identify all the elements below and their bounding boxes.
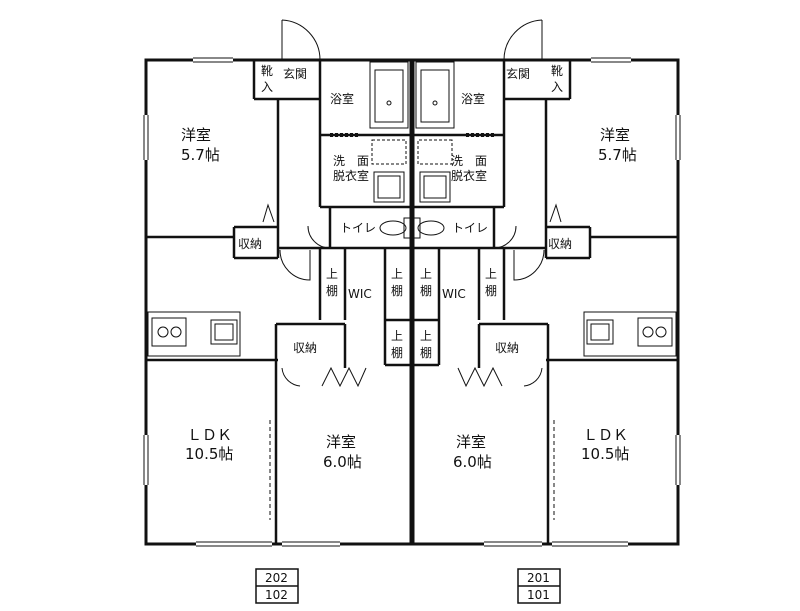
left-ldk-name: ＬＤＫ [187,426,232,444]
right-toilet-label: トイレ [452,221,488,235]
left-shoe-storage-label-2: 入 [261,80,273,94]
left-bedroom-top-size: 5.7帖 [181,146,220,164]
right-storage-bed-label: 収納 [495,341,519,355]
unit-right-labels: 玄関 靴 入 浴室 洗 面 脱衣室 トイレ 洋室 5.7帖 収納 WIC 上 棚… [420,64,637,602]
right-washroom-label-2: 脱衣室 [451,168,487,183]
left-storage-bed-label: 収納 [293,341,317,355]
left-shelf-label-3a: 上 [391,329,403,343]
right-shoe-storage-label-1: 靴 [551,64,563,78]
left-shelf-label-2a: 上 [391,267,403,281]
left-bedroom-bottom-name: 洋室 [326,433,356,451]
right-storage-small-label: 収納 [548,237,572,251]
right-ldk-size: 10.5帖 [581,445,629,463]
left-shoe-storage-label-1: 靴 [261,64,273,78]
right-shelf-label-2a: 上 [485,267,497,281]
right-shelf-label-3b: 棚 [420,345,432,360]
left-bedroom-top-name: 洋室 [181,126,211,144]
right-ldk-name: ＬＤＫ [583,426,628,444]
left-shelf-label-3b: 棚 [391,345,403,360]
right-washroom-label-1: 洗 面 [451,154,487,168]
left-bathroom-label: 浴室 [330,91,354,106]
left-unit-upper: 202 [265,571,288,585]
right-bedroom-bottom-size: 6.0帖 [453,453,492,471]
unit-left-walls [146,60,413,544]
unit-left-labels: 玄関 靴 入 浴室 洗 面 脱衣室 トイレ 洋室 5.7帖 収納 WIC 上 棚… [181,64,403,602]
left-ldk-size: 10.5帖 [185,445,233,463]
left-wic-label: WIC [348,287,372,301]
right-bedroom-top-size: 5.7帖 [598,146,637,164]
right-unit-lower: 101 [527,588,550,602]
right-bedroom-top-name: 洋室 [600,126,630,144]
right-unit-upper: 201 [527,571,550,585]
left-storage-small-label: 収納 [238,237,262,251]
left-bedroom-bottom-size: 6.0帖 [323,453,362,471]
left-unit-lower: 102 [265,588,288,602]
right-shelf-label-3a: 上 [420,329,432,343]
unit-right-walls [411,60,678,544]
unit-left-fixtures [143,19,411,547]
right-bathroom-label: 浴室 [461,91,485,106]
left-toilet-label: トイレ [340,221,376,235]
right-shelf-label-1b: 棚 [420,283,432,298]
right-bedroom-bottom-name: 洋室 [456,433,486,451]
right-wic-label: WIC [442,287,466,301]
left-shelf-label-1a: 上 [326,267,338,281]
left-entrance-label: 玄関 [283,66,307,81]
left-shelf-label-1b: 棚 [326,283,338,298]
right-shelf-label-1a: 上 [420,267,432,281]
left-shelf-label-2b: 棚 [391,283,403,298]
left-washroom-label-1: 洗 面 [333,154,369,168]
left-washroom-label-2: 脱衣室 [333,168,369,183]
right-shelf-label-2b: 棚 [485,283,497,298]
right-shoe-storage-label-2: 入 [551,80,563,94]
right-entrance-label: 玄関 [506,66,530,81]
